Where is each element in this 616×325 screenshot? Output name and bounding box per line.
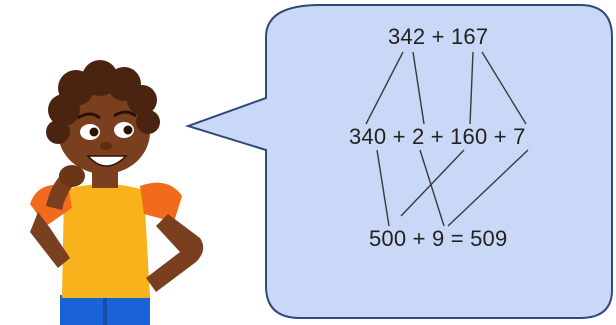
line-340-to-500 [376, 149, 390, 227]
chin-hand [59, 165, 85, 187]
line-7-to-9 [447, 149, 529, 227]
equation-bottom: 500 + 9 = 509 [369, 226, 508, 251]
left-pupil [89, 127, 99, 137]
nose [100, 142, 112, 150]
left-eyebrow [77, 112, 101, 120]
right-eyebrow [113, 110, 137, 118]
line-160-to-500 [400, 149, 465, 217]
shirt [62, 184, 150, 298]
thinking-child-illustration [30, 60, 204, 325]
line-342-to-2 [412, 51, 425, 125]
left-arm [30, 212, 70, 268]
speech-bubble [184, 4, 613, 319]
right-pupil [123, 125, 133, 135]
line-2-to-9 [419, 149, 445, 227]
equation-middle: 340 + 2 + 160 + 7 [349, 124, 526, 149]
equation-top: 342 + 167 [388, 24, 489, 49]
line-342-to-340 [365, 51, 404, 125]
hair [46, 60, 160, 144]
shorts-seam [103, 295, 107, 325]
line-167-to-7 [481, 51, 527, 125]
right-sleeve [140, 182, 182, 222]
right-arm [146, 214, 204, 292]
connector-lines [365, 51, 529, 227]
smile [86, 155, 128, 167]
line-167-to-160 [469, 51, 474, 125]
